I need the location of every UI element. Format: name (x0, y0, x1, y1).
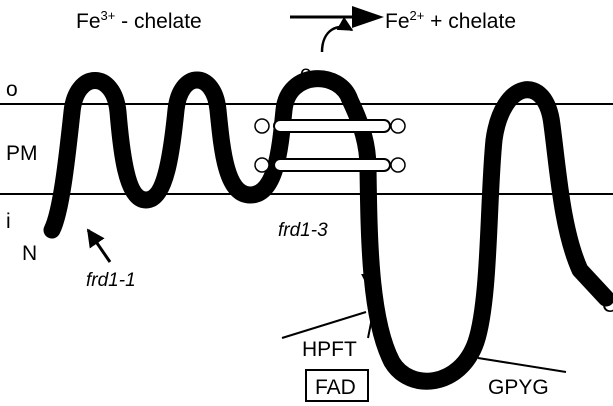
gpyg-pointer-line (478, 358, 566, 372)
electron-curved-arrow (322, 27, 352, 52)
product-label: Fe2+ + chelate (385, 8, 516, 33)
heme-ligand-dot (391, 119, 405, 133)
heme-ligand-dot (391, 158, 405, 172)
heme-ligand-dot (255, 158, 269, 172)
inside-label: i (6, 210, 11, 233)
hpft-pointer-line (282, 312, 366, 338)
heme-bar-lower (274, 159, 390, 171)
membrane-label: PM (6, 142, 38, 165)
gpyg-label: GPYG (488, 376, 549, 399)
substrate-label: Fe3+ - chelate (76, 8, 202, 33)
n-terminus-label: N (22, 242, 37, 265)
outside-label: o (6, 78, 18, 101)
reaction-arrowhead (352, 6, 384, 28)
frd1-1-label: frd1-1 (86, 270, 136, 291)
heme-bar-upper (274, 120, 390, 132)
heme-ligand-dot (255, 119, 269, 133)
fad-label: FAD (315, 376, 356, 399)
frd1-3-label: frd1-3 (278, 220, 328, 241)
c-terminus-label: C (602, 294, 613, 317)
hpft-label: HPFT (302, 338, 357, 361)
frd1-1-arrow (88, 230, 110, 262)
